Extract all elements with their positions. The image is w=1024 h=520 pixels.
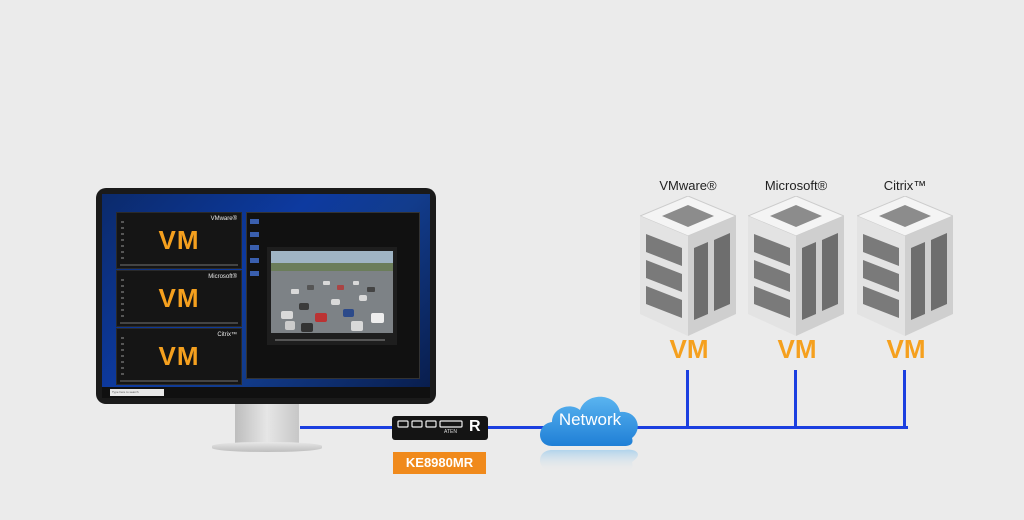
vm-pane-citrix[interactable]: Citrix™ VM <box>116 328 242 385</box>
pane-sidebar <box>121 221 124 261</box>
device-letter: R <box>469 418 481 435</box>
server-platform-citrix: Citrix™ <box>883 178 927 193</box>
vm-pane-vmware[interactable]: VMware® VM <box>116 212 242 269</box>
device-brand: ATEN <box>444 429 457 435</box>
server-icon-microsoft <box>748 196 844 336</box>
pane-progress <box>120 380 238 382</box>
server-platform-microsoft: Microsoft® <box>764 178 828 193</box>
model-badge: KE8980MR <box>393 452 486 474</box>
server-platform-vmware: VMware® <box>659 178 717 193</box>
server-vm-label-citrix: VM <box>886 334 926 364</box>
traffic-video <box>271 251 393 333</box>
server-icon-citrix <box>857 196 953 336</box>
pane-vm-label: VM <box>158 225 200 255</box>
taskbar: Type here to search <box>102 387 430 398</box>
cable-drop-vmware <box>686 370 689 428</box>
cable-monitor-device <box>300 426 396 429</box>
pane-vm-label: VM <box>158 283 200 313</box>
network-cloud-icon <box>540 396 638 472</box>
media-player[interactable] <box>267 247 397 345</box>
pane-sidebar <box>121 279 124 319</box>
pane-platform-label: Microsoft® <box>208 274 237 280</box>
pane-progress <box>120 322 238 324</box>
highway-image <box>271 251 393 333</box>
kvm-receiver-device: ATEN R <box>392 414 488 442</box>
server-vm-label-vmware: VM <box>669 334 709 364</box>
monitor-stand-neck <box>235 404 299 444</box>
device-icon <box>392 416 488 440</box>
monitor-screen: VMware® VM Microsoft® VM Citrix™ VM <box>102 194 430 398</box>
network-label: Network <box>558 410 622 429</box>
pane-progress <box>120 264 238 266</box>
pane-platform-label: VMware® <box>210 216 237 222</box>
pane-sidebar <box>121 337 124 377</box>
server-icon-vmware <box>640 196 736 336</box>
cable-drop-microsoft <box>794 370 797 428</box>
main-session-pane[interactable] <box>246 212 420 379</box>
desktop-icons <box>250 219 259 279</box>
pane-platform-label: Citrix™ <box>217 332 237 338</box>
cable-drop-citrix <box>903 370 906 428</box>
cable-network-servers <box>636 426 908 429</box>
taskbar-search-input[interactable]: Type here to search <box>110 389 164 396</box>
pane-vm-label: VM <box>158 341 200 371</box>
vm-pane-microsoft[interactable]: Microsoft® VM <box>116 270 242 327</box>
monitor-stand-base <box>212 442 322 452</box>
server-vm-label-microsoft: VM <box>777 334 817 364</box>
cable-device-network <box>486 426 546 429</box>
player-seek-bar[interactable] <box>275 339 385 341</box>
